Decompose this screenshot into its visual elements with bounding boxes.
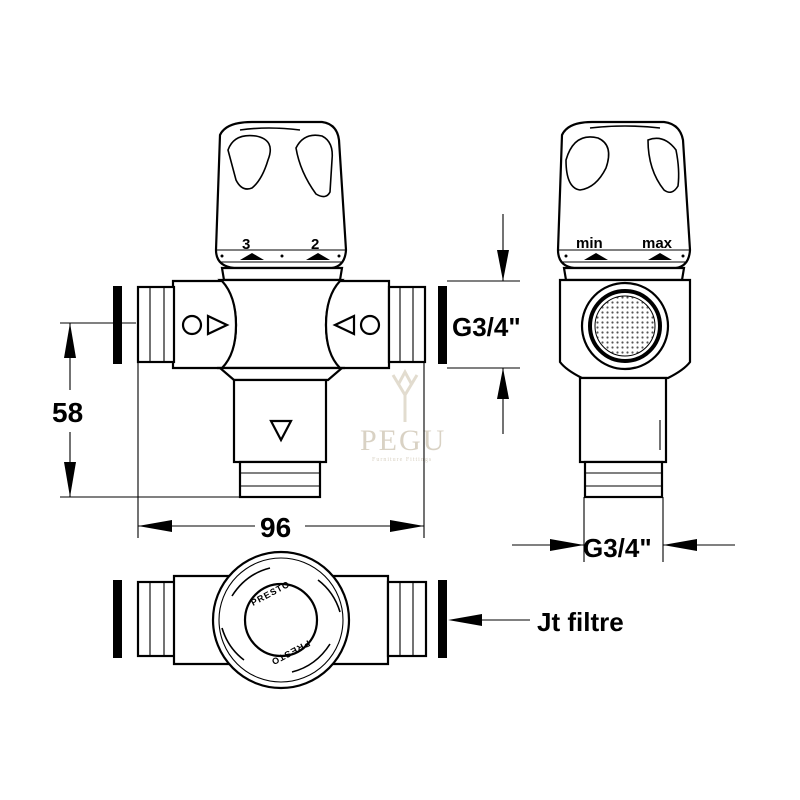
knob-mark-2: 2	[311, 236, 319, 253]
filter-mesh-icon	[594, 295, 656, 357]
filter-callout: Jt filtre	[448, 607, 624, 637]
front-view: 3 2	[113, 120, 447, 499]
mark-triangle-icon	[240, 253, 264, 260]
dim-arrow-left-icon	[663, 539, 697, 551]
mark-triangle-icon	[648, 253, 672, 260]
watermark: PEGU Furniture Fittings	[360, 368, 446, 463]
side-mark-min: min	[576, 235, 603, 252]
dimension-width-label: 96	[260, 512, 291, 543]
front-right-inlet	[324, 279, 447, 370]
front-bottom-outlet	[217, 366, 345, 499]
mark-triangle-icon	[306, 253, 330, 260]
callout-arrow-icon	[448, 614, 482, 626]
front-right-filter-seal	[438, 286, 447, 364]
dim-arrow-up-icon	[497, 368, 509, 399]
filter-note-label: Jt filtre	[537, 607, 624, 637]
front-left-filter-seal	[113, 286, 122, 364]
flow-arrow-right-icon	[206, 314, 230, 336]
side-mark-max: max	[642, 235, 673, 252]
front-left-inlet	[113, 279, 238, 370]
flow-arrow-left-icon	[332, 314, 356, 336]
inlet-circle-icon	[181, 314, 203, 336]
flow-arrow-down-icon	[269, 419, 293, 443]
dim-arrow-right-icon	[550, 539, 584, 551]
dim-arrow-down-icon	[64, 462, 76, 497]
mark-triangle-icon	[584, 253, 608, 260]
thread-size-right-label: G3/4"	[452, 312, 521, 342]
dim-arrow-up-icon	[64, 323, 76, 358]
side-view: min max G3/4"	[512, 120, 735, 563]
dim-arrow-right-icon	[390, 520, 424, 532]
inlet-circle-icon	[359, 314, 381, 336]
side-knob: min max	[556, 120, 692, 270]
knob-mark-3: 3	[242, 236, 250, 253]
watermark-logo-icon	[391, 368, 419, 422]
front-knob: 3 2	[214, 120, 348, 270]
top-left-filter-seal	[113, 580, 122, 658]
front-dimensions: 58 96 G3/4"	[52, 214, 521, 543]
top-view: PRESTO PRESTO	[113, 550, 447, 690]
top-right-filter-seal	[438, 580, 447, 658]
dim-arrow-down-icon	[497, 250, 509, 281]
dimension-height-label: 58	[52, 397, 83, 428]
thread-size-bottom-label: G3/4"	[583, 533, 652, 563]
watermark-text: PEGU	[360, 424, 446, 457]
watermark-subtext: Furniture Fittings	[372, 457, 432, 463]
dim-arrow-left-icon	[138, 520, 172, 532]
